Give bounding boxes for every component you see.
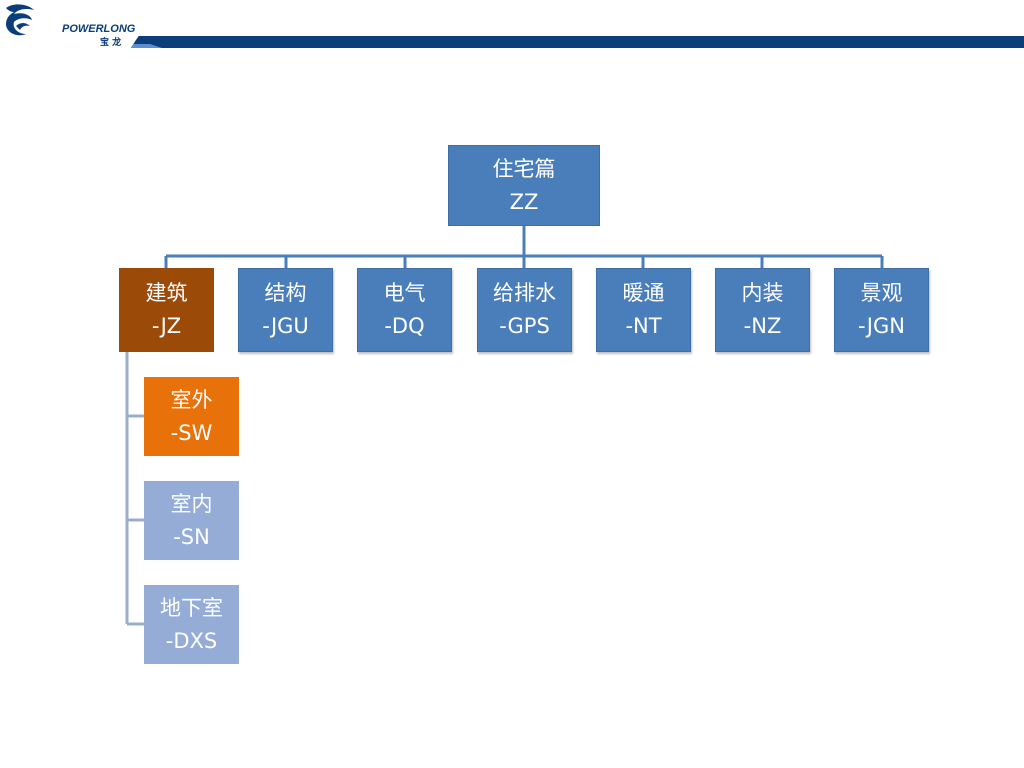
node-dxs-code: -DXS [165, 628, 218, 653]
node-nt-name: 暖通 [622, 281, 665, 305]
node-gps-code: -GPS [499, 314, 550, 338]
node-sw: 室外 -SW [144, 377, 239, 456]
node-nz-code: -NZ [743, 314, 782, 338]
node-sw-name: 室外 [170, 387, 213, 412]
node-sn: 室内 -SN [144, 481, 239, 560]
node-sn-code: -SN [173, 524, 210, 549]
node-sw-code: -SW [170, 420, 213, 445]
node-dq-name: 电气 [383, 281, 426, 305]
node-root-zz: 住宅篇 ZZ [448, 145, 600, 226]
node-jgu-name: 结构 [264, 281, 307, 305]
node-nt-code: -NT [625, 314, 662, 338]
node-jgn-name: 景观 [860, 281, 903, 305]
node-nz-name: 内装 [741, 281, 784, 305]
node-jz-name: 建筑 [145, 281, 188, 305]
node-dxs-name: 地下室 [160, 595, 223, 620]
node-jgn-code: -JGN [858, 314, 905, 338]
node-jz-code: -JZ [151, 314, 182, 338]
node-jgu-code: -JGU [262, 314, 309, 338]
header-band [0, 34, 1024, 52]
node-root-code: ZZ [509, 189, 539, 214]
node-nt: 暖通 -NT [596, 268, 691, 352]
node-dxs: 地下室 -DXS [144, 585, 239, 664]
node-root-name: 住宅篇 [492, 156, 556, 181]
node-jz: 建筑 -JZ [119, 268, 214, 352]
dragon-logo-icon [6, 4, 34, 36]
node-nz: 内装 -NZ [715, 268, 810, 352]
node-gps: 给排水 -GPS [477, 268, 572, 352]
node-jgu: 结构 -JGU [238, 268, 333, 352]
node-dq: 电气 -DQ [357, 268, 452, 352]
brand-name-cn: 宝 龙 [100, 38, 122, 48]
node-jgn: 景观 -JGN [834, 268, 929, 352]
header-bar: POWERLONG 宝 龙 [0, 0, 1024, 52]
brand-name: POWERLONG [62, 23, 136, 35]
node-gps-name: 给排水 [493, 281, 556, 305]
node-dq-code: -DQ [384, 314, 425, 338]
node-sn-name: 室内 [170, 491, 213, 516]
